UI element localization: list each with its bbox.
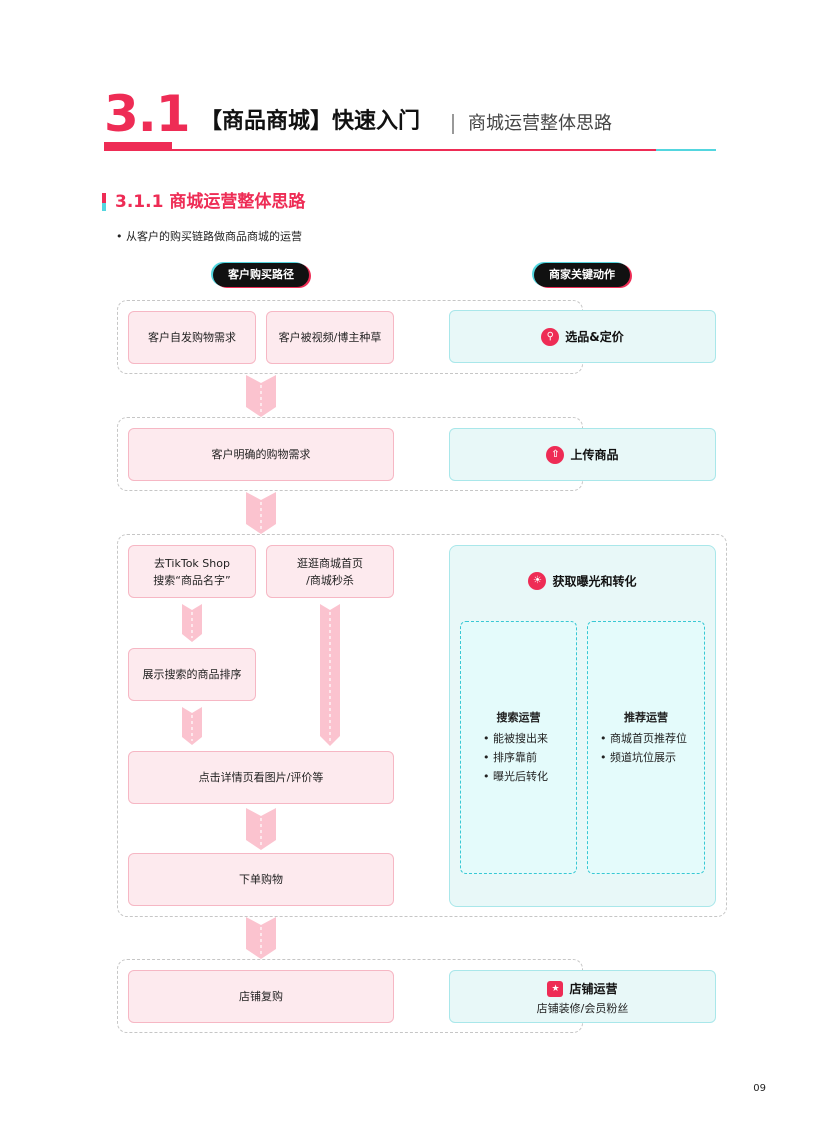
flow-arrow-results — [182, 707, 202, 745]
flow-arrow-2 — [246, 492, 276, 534]
flow-arrow-browse-long — [320, 604, 340, 746]
box-search-results: 展示搜索的商品排序 — [128, 648, 256, 701]
store-bag-icon: ★ — [547, 980, 564, 997]
action-select-price: ⚲选品&定价 — [449, 310, 716, 363]
section-bullet: • 从客户的购买链路做商品商城的运营 — [116, 230, 302, 243]
box-browse-mall: 逛逛商城首页/商城秒杀 — [266, 545, 394, 598]
box-view-detail: 点击详情页看图片/评价等 — [128, 751, 394, 804]
box-clear-need: 客户明确的购物需求 — [128, 428, 394, 481]
search-ops-card: 搜索运营 • 能被搜出来 • 排序靠前 • 曝光后转化 — [460, 621, 577, 874]
search-ops-item: • 排序靠前 — [483, 751, 537, 764]
action-store-ops: ★ 店铺运营 店铺装修/会员粉丝 — [449, 970, 716, 1023]
section-marker — [102, 193, 106, 211]
flow-arrow-4 — [246, 917, 276, 959]
chapter-subtitle: 商城运营整体思路 — [468, 113, 612, 134]
cart-icon: ⚲ — [541, 327, 560, 346]
recommend-ops-item: • 频道坑位展示 — [600, 751, 676, 764]
flow-arrow-search — [182, 604, 202, 642]
upload-icon: ⇧ — [546, 445, 565, 464]
flow-arrow-3 — [246, 808, 276, 850]
recommend-ops-title: 推荐运营 — [624, 711, 668, 724]
bulb-icon: ☀ — [528, 572, 547, 590]
box-repurchase: 店铺复购 — [128, 970, 394, 1023]
search-ops-item: • 曝光后转化 — [483, 770, 548, 783]
action-upload: ⇧上传商品 — [449, 428, 716, 481]
store-ops-title: 店铺运营 — [569, 982, 618, 996]
recommend-ops-item: • 商城首页推荐位 — [600, 732, 687, 745]
chapter-number-underline — [104, 142, 172, 151]
box-place-order: 下单购物 — [128, 853, 394, 906]
stage-group-3 — [117, 534, 727, 917]
page-number: 09 — [753, 1083, 766, 1094]
flow-arrow-1 — [246, 375, 276, 417]
store-ops-subtitle: 店铺装修/会员粉丝 — [536, 1002, 629, 1015]
header-rule-cyan — [656, 149, 716, 151]
recommend-ops-card: 推荐运营 • 商城首页推荐位 • 频道坑位展示 — [587, 621, 705, 874]
box-self-need: 客户自发购物需求 — [128, 311, 256, 364]
box-seeded-need: 客户被视频/博主种草 — [266, 311, 394, 364]
exposure-title-row: ☀获取曝光和转化 — [449, 572, 716, 590]
section-title: 3.1.1 商城运营整体思路 — [115, 192, 306, 212]
chapter-number: 3.1 — [104, 85, 191, 143]
column-header-customer-path: 客户购买路径 — [213, 263, 309, 287]
title-separator — [452, 114, 454, 134]
search-ops-title: 搜索运营 — [496, 711, 541, 724]
column-header-merchant-actions: 商家关键动作 — [534, 263, 630, 287]
section-marker-accent — [102, 203, 106, 211]
chapter-title: 【商品商城】快速入门 — [200, 109, 421, 134]
header-rule-red — [104, 149, 656, 151]
search-ops-item: • 能被搜出来 — [483, 732, 548, 745]
